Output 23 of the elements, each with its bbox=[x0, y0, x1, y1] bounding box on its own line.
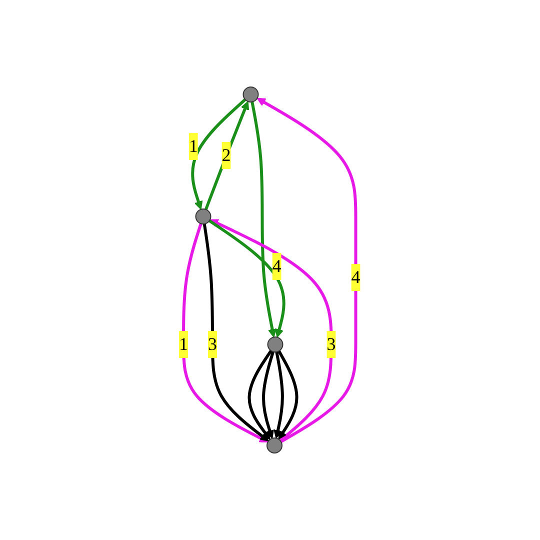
node-circle bbox=[243, 86, 260, 102]
edge-label: 1 bbox=[189, 136, 198, 156]
edge-label: 4 bbox=[352, 267, 361, 287]
arrow bbox=[182, 223, 269, 442]
node-circle bbox=[266, 438, 283, 454]
arrow bbox=[208, 219, 286, 338]
arrow bbox=[192, 98, 247, 210]
edge-label: 2 bbox=[222, 145, 232, 165]
edge-label: 4 bbox=[272, 256, 282, 276]
edge-label: 3 bbox=[327, 334, 336, 354]
arrow bbox=[278, 350, 299, 440]
arrow bbox=[262, 351, 275, 439]
arrow bbox=[248, 350, 273, 440]
edge-label: 1 bbox=[179, 334, 188, 354]
arrow bbox=[203, 224, 270, 442]
arrow bbox=[210, 219, 334, 442]
node-circle bbox=[268, 336, 284, 352]
arrow bbox=[251, 102, 277, 338]
edge-label: 3 bbox=[208, 334, 218, 354]
arrow bbox=[204, 101, 250, 210]
arrow bbox=[257, 98, 358, 444]
node-circle bbox=[196, 208, 212, 224]
arrow bbox=[274, 352, 284, 439]
